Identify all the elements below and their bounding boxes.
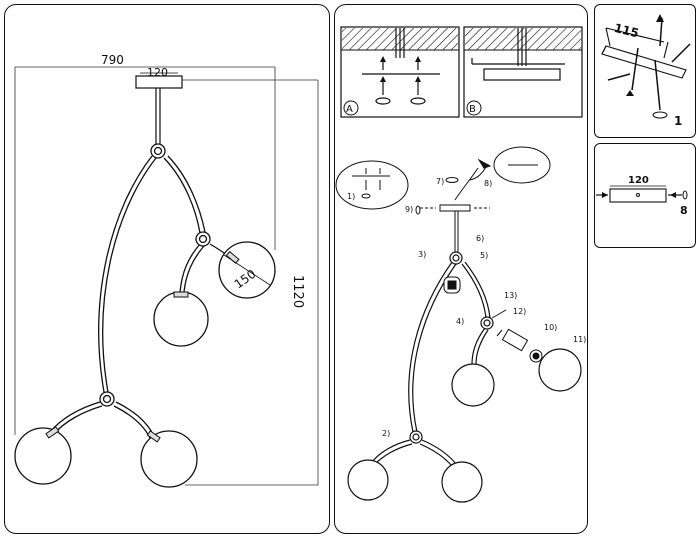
overall-height-label: 1120: [290, 275, 305, 308]
step-9-label: 9): [405, 205, 413, 214]
step-10-label: 10): [544, 323, 557, 332]
canopy-width-label: 120: [147, 66, 168, 79]
canopy: [135, 75, 183, 89]
canopy-width-detail-label: 120: [628, 175, 649, 186]
step-7-label: 7): [436, 177, 444, 186]
step-11-label: 11): [573, 335, 586, 344]
dimension-lines: [14, 66, 319, 486]
step-6-label: 6): [476, 234, 484, 243]
arm-joints: [99, 143, 211, 407]
option-a-label: A: [346, 104, 353, 115]
bracket-length-label: 115: [613, 21, 641, 41]
step-5-label: 5): [480, 251, 488, 260]
step-1-label: 1): [347, 192, 355, 201]
step-1-detail: 1): [335, 160, 409, 210]
assembly-joints: [409, 251, 494, 444]
mounting-option-b: B: [463, 26, 583, 118]
step-4-label: 4): [456, 317, 464, 326]
shade-diameter-line: [223, 254, 271, 286]
overall-width-label: 790: [101, 53, 124, 67]
step-3-label: 3): [418, 250, 426, 259]
step-13-label: 13): [504, 291, 517, 300]
mounting-option-a: A: [340, 26, 460, 118]
shade-lower-right: [140, 430, 198, 488]
shade-lower-left: [14, 427, 72, 485]
step-12-label: 12): [513, 307, 526, 316]
socket-detail: [443, 276, 543, 363]
support-rod: [155, 88, 161, 144]
option-b-label: B: [469, 104, 476, 115]
ceiling-assembly: [415, 146, 551, 252]
canopy-step-label: 8: [680, 204, 688, 217]
assembly-shades: [347, 348, 582, 503]
step-2-label: 2): [382, 429, 390, 438]
bracket-step-label: 1: [674, 114, 682, 128]
step-8-label: 8): [484, 179, 492, 188]
